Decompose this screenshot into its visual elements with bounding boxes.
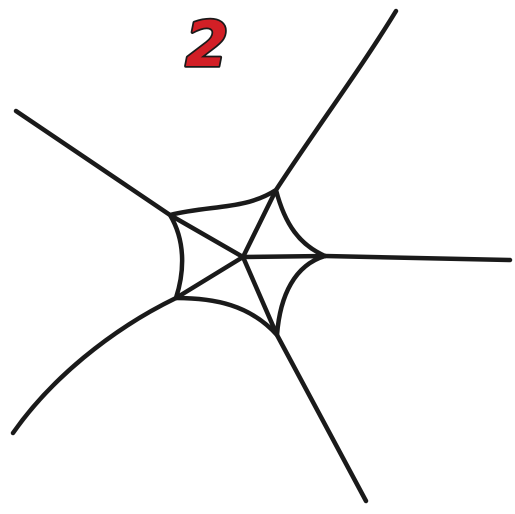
web-inner-line-right <box>243 256 325 257</box>
web-spoke-upper-right <box>276 11 396 190</box>
web-thread-left <box>170 215 182 298</box>
web-spoke-upper-left <box>16 111 170 215</box>
web-thread-top <box>170 190 276 215</box>
web-spoke-bottom <box>277 335 366 501</box>
step-number-svg: 2 <box>181 4 233 82</box>
web-spoke-lower-left <box>13 298 176 433</box>
web-inner-line-bottom <box>243 257 277 335</box>
web-spoke-right <box>325 256 510 260</box>
step-number-label: 2 <box>181 4 233 82</box>
web-inner-line-lower-left <box>176 257 243 298</box>
web-thread-lower-right <box>277 256 325 335</box>
web-thread-upper-right <box>276 190 325 256</box>
step-number-text: 2 <box>185 8 228 81</box>
